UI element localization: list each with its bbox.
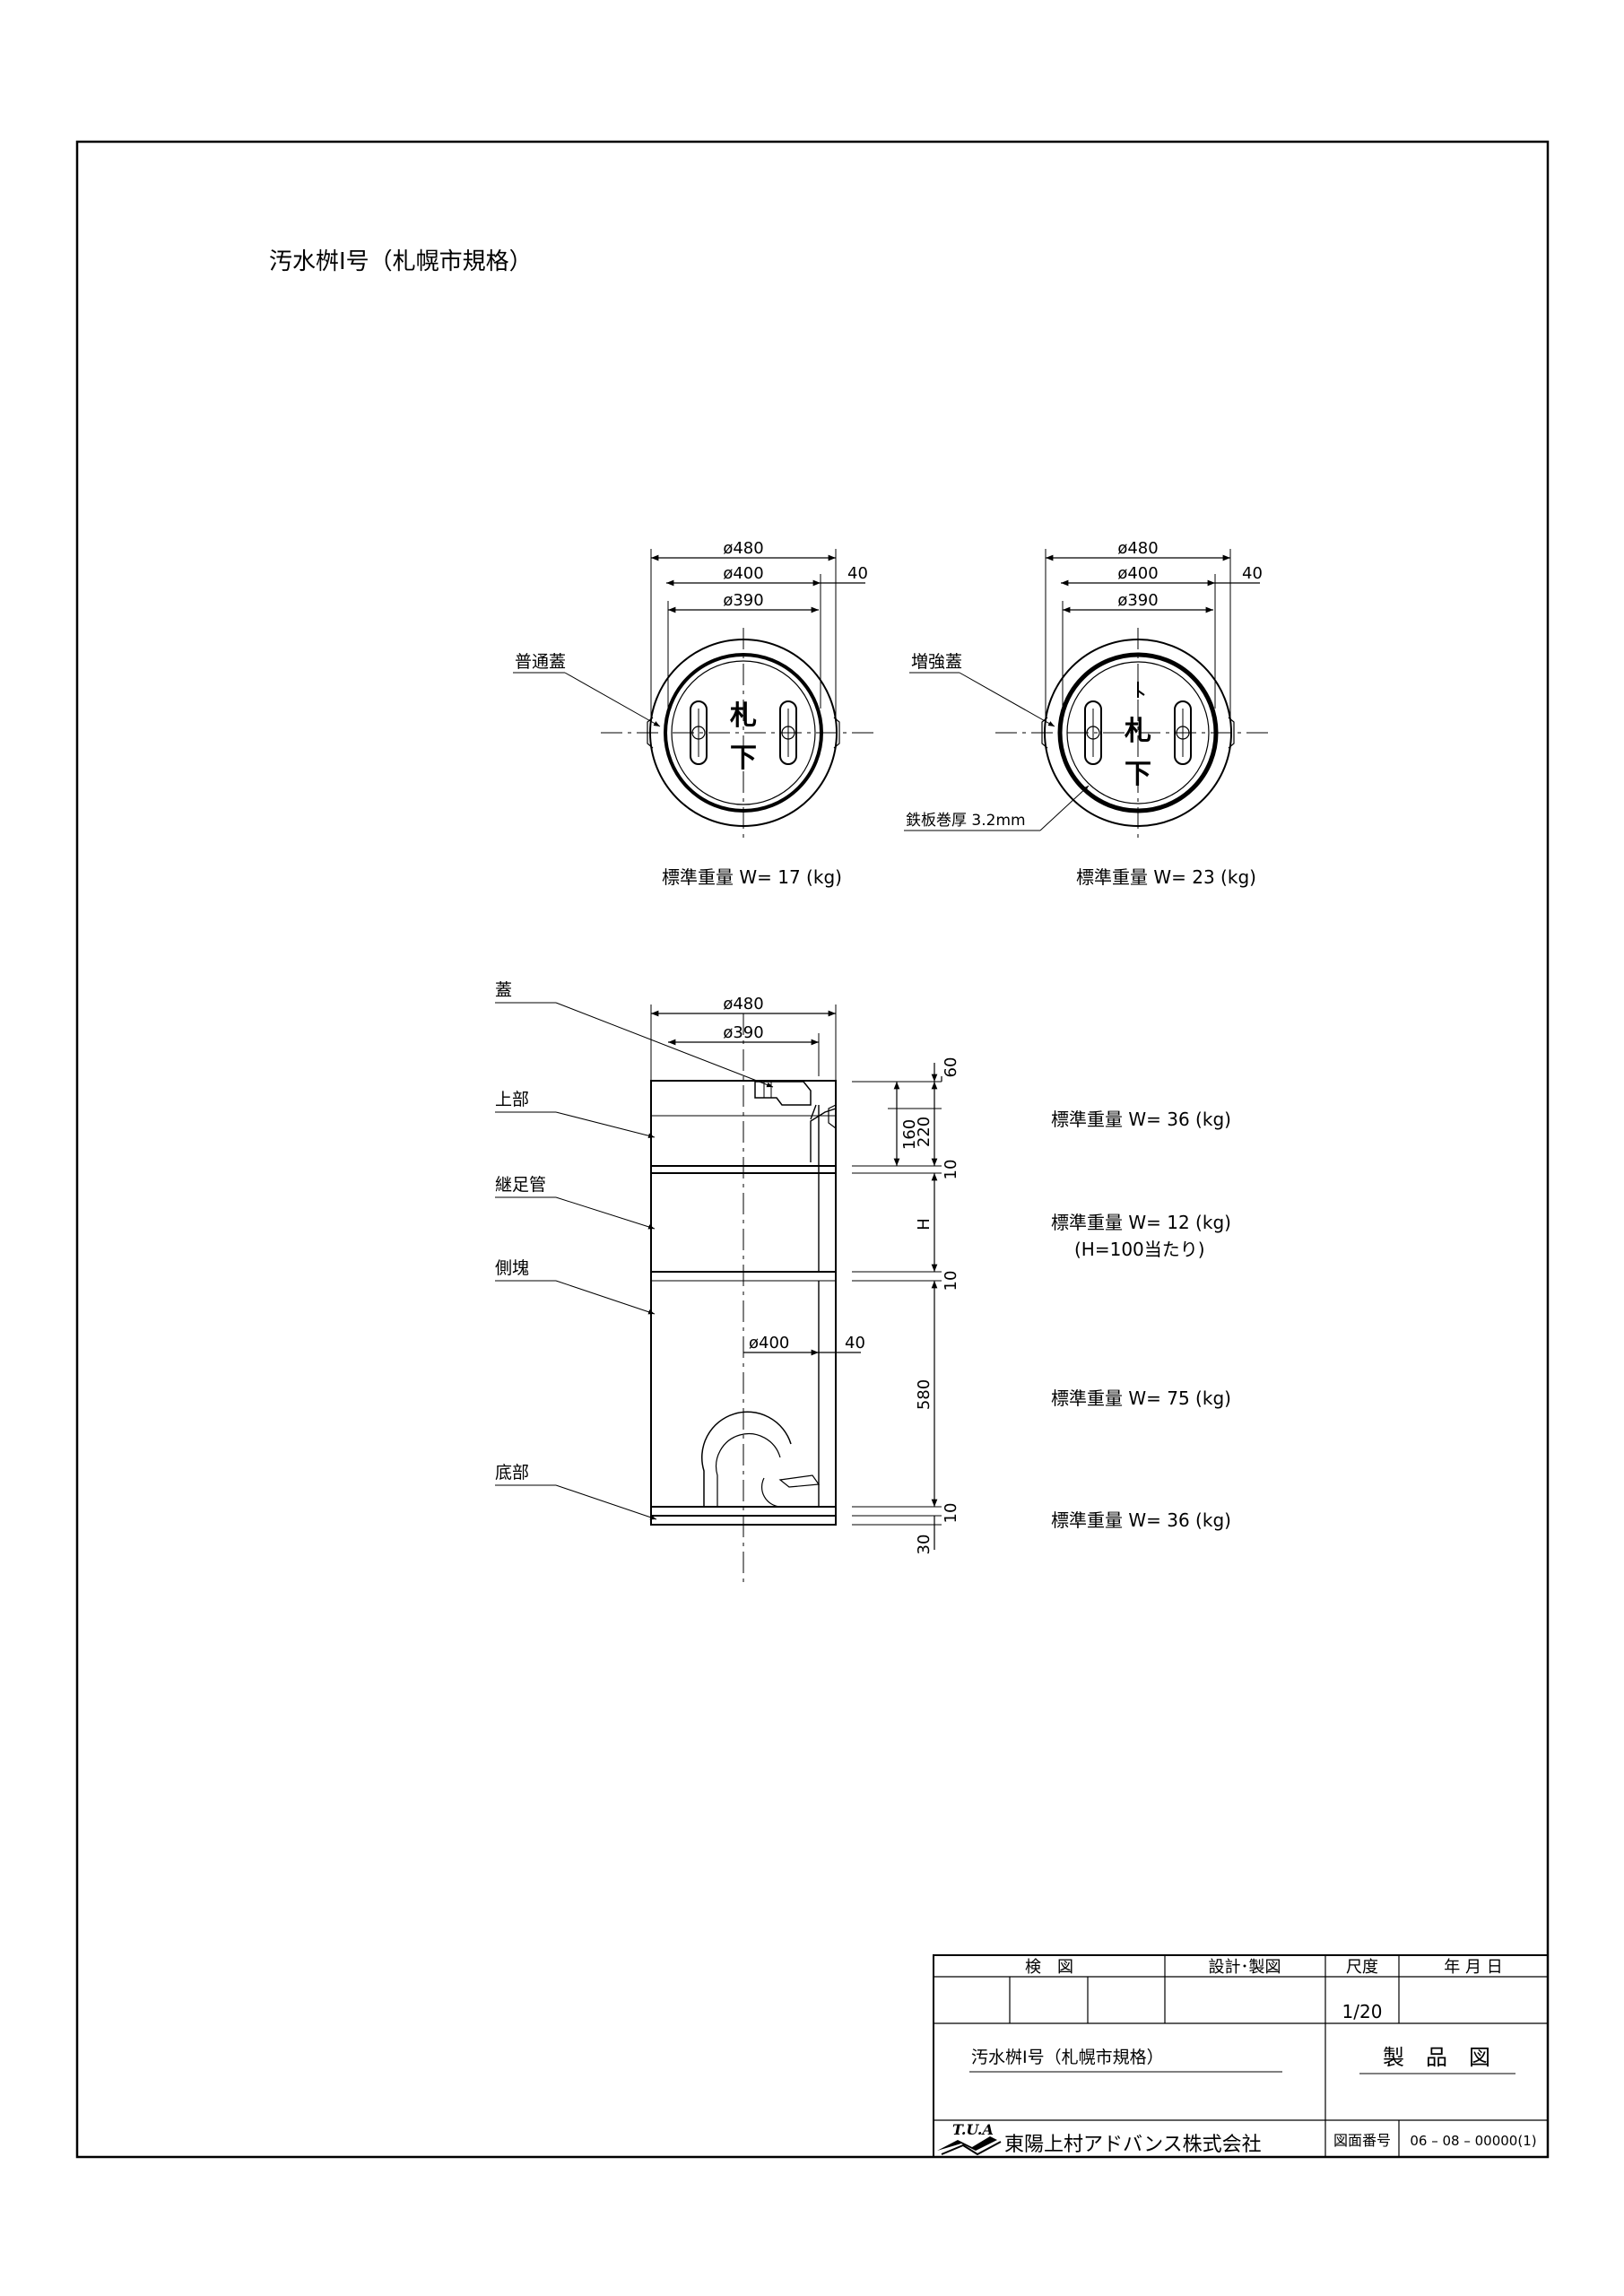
title-block: 検 図 設計･製図 尺度 年 月 日 1/20 汚水桝Ⅰ号（札幌市規格） 製 品…: [933, 1954, 1549, 2158]
tb-date-header: 年 月 日: [1444, 1958, 1502, 1977]
direction-mark: [1137, 682, 1145, 698]
slot-hole: [781, 726, 795, 740]
sec-dim-10c: 10: [942, 1503, 960, 1524]
dim-40-label: 40: [1242, 564, 1263, 583]
bottom-label: 底部: [495, 1463, 529, 1483]
bottom-invert: [778, 1474, 821, 1488]
riser-weight-note: (H=100当たり): [1074, 1239, 1205, 1260]
riser-weight: 標準重量 W= 12 (kg): [1051, 1212, 1231, 1233]
leader-line: [555, 1196, 656, 1230]
tb-company-name: 東陽上村アドバンス株式会社: [1004, 2134, 1262, 2156]
dim-400-label: ø400: [723, 564, 763, 583]
tb-number-label: 図面番号: [1333, 2132, 1391, 2149]
dim-480-label: ø480: [723, 539, 763, 558]
riser-label: 継足管: [495, 1175, 546, 1195]
sec-dim-580: 580: [915, 1379, 934, 1410]
upper-label: 上部: [495, 1090, 529, 1109]
reinforced-cover-label: 増強蓋: [911, 652, 962, 672]
cover-handle-slot-left: [690, 700, 708, 765]
side-block-label: 側塊: [495, 1258, 529, 1278]
frame-notch: [1041, 717, 1048, 749]
sec-dim-H: H: [915, 1218, 934, 1231]
slot-hole: [1176, 726, 1190, 740]
drawing-title: 汚水桝Ⅰ号（札幌市規格）: [269, 248, 533, 275]
cover-letter-bottom: 下: [730, 743, 757, 774]
upper-weight: 標準重量 W= 36 (kg): [1051, 1109, 1231, 1130]
cover-letter-top: 札: [1125, 716, 1151, 747]
section-view: ø480 ø390 ø400 40: [495, 980, 1231, 1583]
cover-handle-slot-right: [1174, 700, 1192, 765]
cover-letter-bottom: 下: [1125, 759, 1151, 790]
reinforced-cover-weight: 標準重量 W= 23 (kg): [1076, 866, 1256, 888]
cover-handle-slot-right: [779, 700, 797, 765]
top-view-normal-cover: ø480 ø400 ø390 40 札 下 普通蓋: [513, 539, 877, 888]
upper-part-inner: [810, 1091, 837, 1162]
leader-line: [1039, 785, 1090, 831]
normal-cover-weight: 標準重量 W= 17 (kg): [662, 866, 842, 888]
sec-dim-30: 30: [915, 1535, 934, 1555]
tb-scale-value: 1/20: [1342, 2001, 1383, 2022]
cover-letter-top: 札: [730, 700, 757, 732]
leader-line: [555, 1280, 656, 1315]
slot-hole: [1086, 726, 1100, 740]
dim-390-label: ø390: [723, 591, 763, 610]
tb-drawing-name: 汚水桝Ⅰ号（札幌市規格）: [971, 2048, 1164, 2067]
steel-plate-note: 鉄板巻厚 3.2mm: [906, 812, 1026, 830]
logo-wave-icon: [937, 2136, 997, 2151]
inlet-pipe-channel: [760, 1477, 781, 1508]
top-view-reinforced-cover: ø480 ø400 ø390 40 札 下 増強蓋 鉄板巻厚 3.2mm: [904, 539, 1272, 888]
sec-dim-10a: 10: [942, 1160, 960, 1180]
side-block-weight: 標準重量 W= 75 (kg): [1051, 1387, 1231, 1409]
frame-notch: [833, 717, 840, 749]
tb-scale-header: 尺度: [1346, 1958, 1378, 1977]
dim-400-label: ø400: [1117, 564, 1158, 583]
sec-dim-40: 40: [845, 1334, 865, 1352]
sec-dim-220: 220: [915, 1117, 934, 1147]
normal-cover-label: 普通蓋: [515, 652, 566, 672]
title-block-frame: [933, 1954, 1549, 2158]
inlet-pipe-inner: [716, 1433, 781, 1507]
slot-hole: [691, 726, 706, 740]
lid-label: 蓋: [495, 980, 512, 1000]
frame-notch: [647, 717, 654, 749]
sec-dim-60: 60: [942, 1057, 960, 1078]
leader-line: [564, 672, 661, 727]
frame-notch: [1228, 717, 1235, 749]
sec-dim-160: 160: [900, 1119, 919, 1150]
bottom-base: [650, 1515, 837, 1526]
leader-line: [555, 1484, 657, 1520]
sec-dim-480: ø480: [723, 995, 763, 1013]
logo-letters: T.U.A: [952, 2121, 994, 2138]
leader-line: [555, 1111, 656, 1138]
cover-inner-circle: [671, 660, 816, 805]
lid-section: [754, 1081, 812, 1106]
cover-rim-circle: [664, 653, 823, 813]
bottom-weight: 標準重量 W= 36 (kg): [1051, 1509, 1231, 1531]
tb-drawing-kind: 製 品 図: [1383, 2045, 1490, 2070]
sec-dim-10b: 10: [942, 1271, 960, 1292]
sec-dim-400: ø400: [749, 1334, 789, 1352]
outer-frame-circle: [649, 639, 838, 827]
tb-design-header: 設計･製図: [1209, 1958, 1281, 1977]
dim-480-label: ø480: [1117, 539, 1158, 558]
inlet-pipe-outer: [701, 1411, 792, 1507]
cover-inner-circle: [1066, 661, 1210, 804]
cover-handle-slot-left: [1084, 700, 1102, 765]
tb-drawing-number: 06 – 08 – 00000(1): [1410, 2133, 1536, 2149]
leader-line: [555, 1002, 774, 1088]
company-logo: T.U.A: [937, 2121, 1002, 2156]
sheet-border: [75, 140, 1550, 2159]
leader-line: [959, 672, 1055, 727]
cover-rim-circle: [1057, 652, 1219, 813]
dim-40-label: 40: [847, 564, 868, 583]
tb-inspection-header: 検 図: [1025, 1958, 1073, 1977]
outer-frame-circle: [1044, 639, 1232, 827]
logo-stroke: [941, 2141, 1002, 2156]
dim-390-label: ø390: [1117, 591, 1158, 610]
